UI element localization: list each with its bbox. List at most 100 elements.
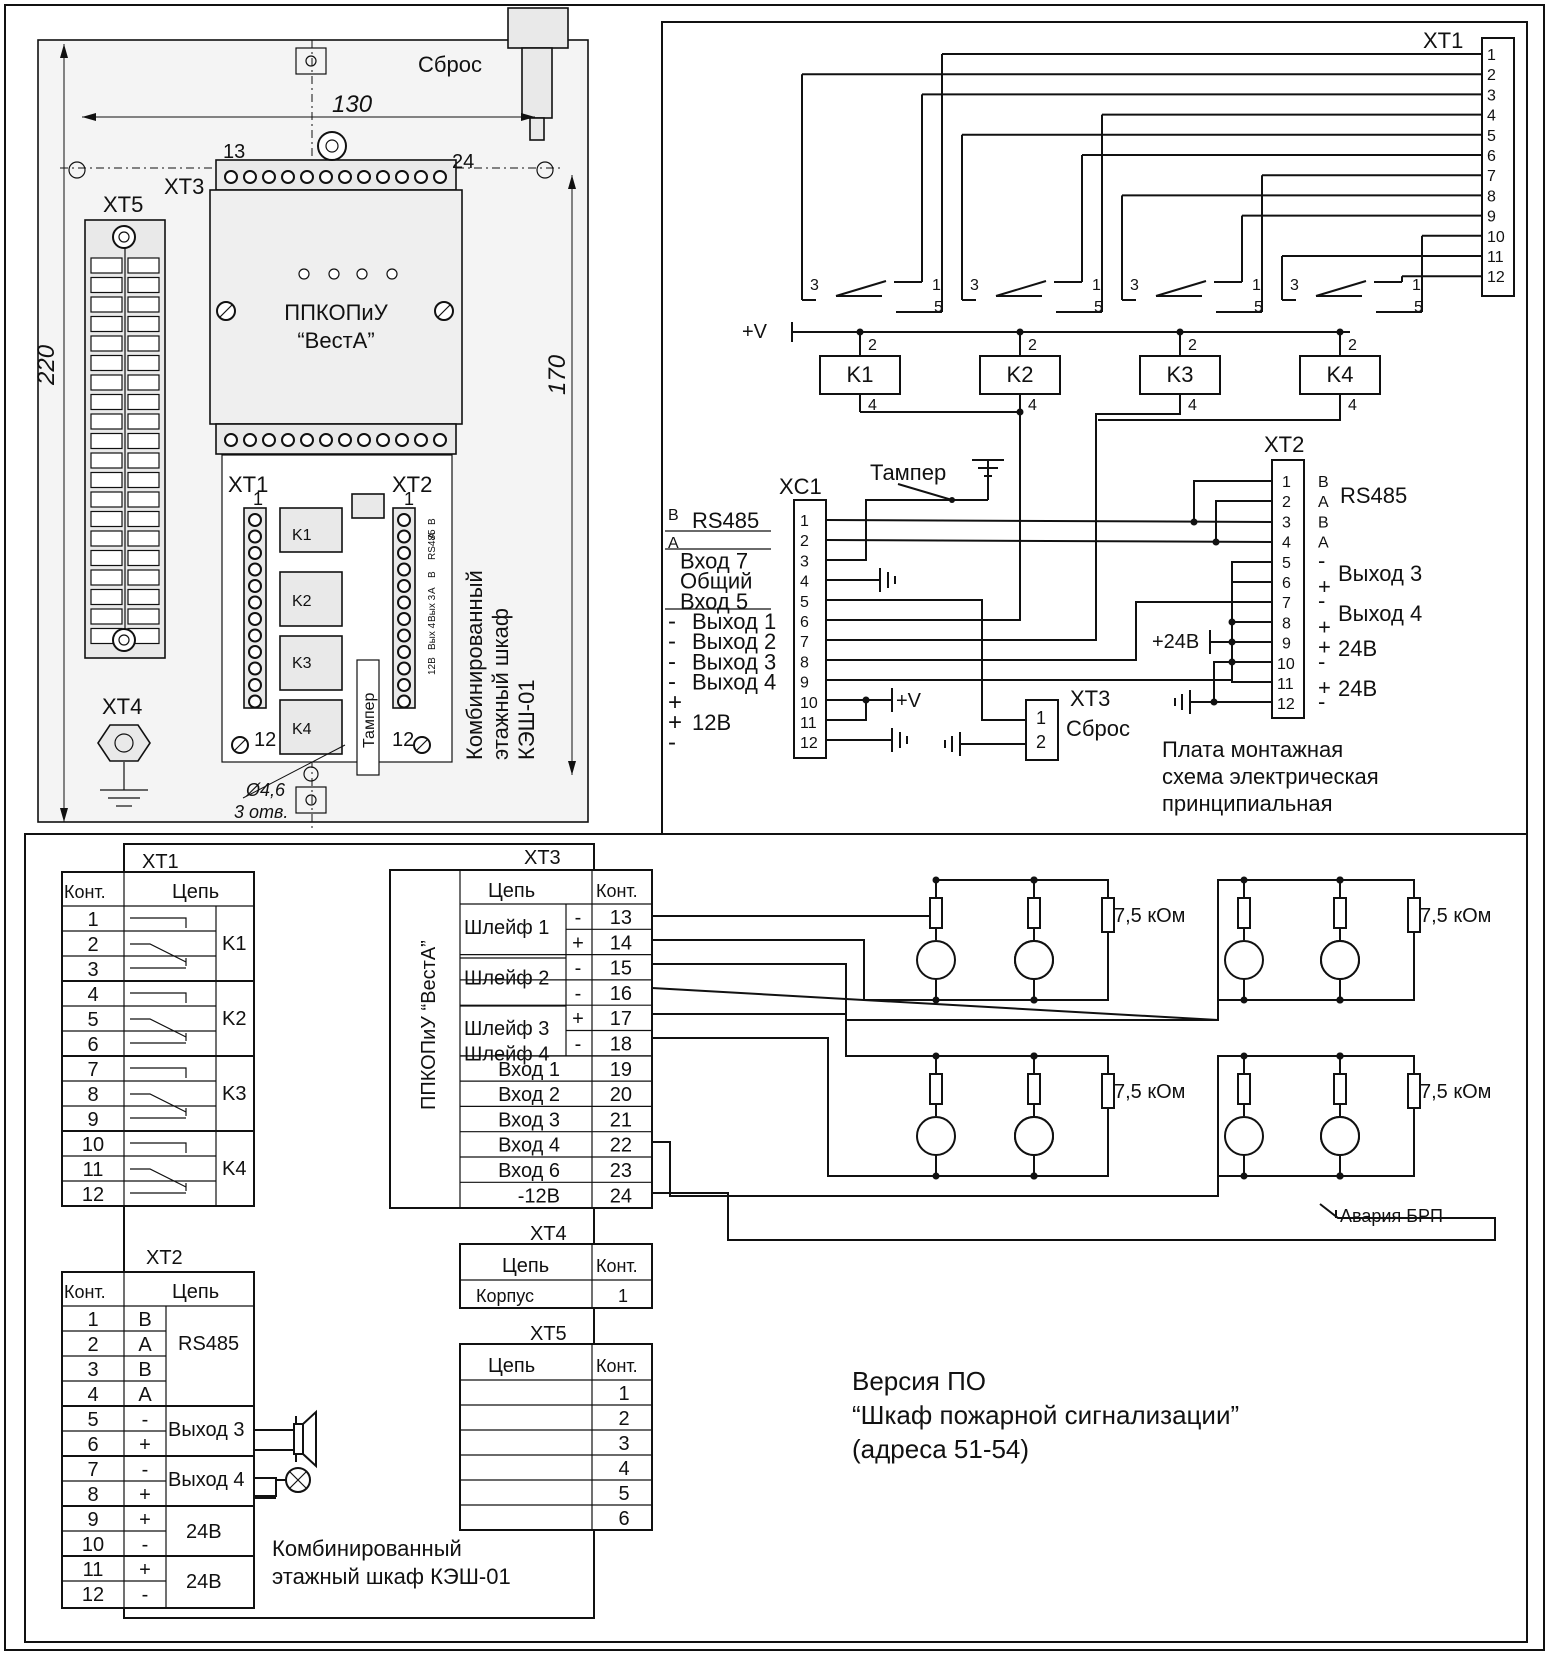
- coil-pin: 2: [1188, 337, 1197, 354]
- xt2-row-sign: B: [138, 1359, 151, 1381]
- resistor-icon: [929, 1073, 943, 1105]
- xt1-row-number: 5: [87, 1009, 98, 1031]
- screw-icon: [248, 595, 262, 610]
- contact-1-label: 1: [1252, 277, 1261, 294]
- contact-3-label: 3: [1130, 277, 1139, 294]
- end-resistor-icon: [1101, 1073, 1115, 1109]
- xt2-side-label: Вых 4: [427, 622, 438, 650]
- xt3-row-number: 19: [610, 1059, 632, 1081]
- xt2-pin-number: 5: [1282, 555, 1291, 572]
- screw-icon: [397, 546, 411, 560]
- xt2-side-label: A: [427, 587, 438, 594]
- screw-icon: [248, 694, 262, 709]
- screw-icon: [248, 546, 262, 560]
- contact-1-label: 1: [1092, 277, 1101, 294]
- svg-text:Цепь: Цепь: [172, 1281, 219, 1303]
- xt2-pin-number: 10: [1277, 656, 1295, 673]
- xt5-cell: [90, 393, 123, 411]
- xt3-mech-label: XT3: [164, 174, 204, 199]
- svg-text:Комбинированный: Комбинированный: [462, 570, 487, 760]
- led-icon: [298, 268, 310, 280]
- alarm-label: Авария БРП: [1340, 1206, 1443, 1226]
- screw-icon: [243, 433, 257, 447]
- xt5-cell: [90, 257, 123, 274]
- xt2-row-sign: A: [138, 1334, 152, 1356]
- xc1-signal-label: Вход 7: [680, 548, 748, 573]
- junction-dot: [1336, 328, 1344, 336]
- xt2-pin-sign: -: [1318, 689, 1325, 714]
- junction-dot: [1016, 408, 1024, 416]
- xt5-cell: [90, 276, 123, 294]
- xt5-row-number: 4: [618, 1458, 629, 1480]
- resistor-icon: [1333, 897, 1347, 929]
- xt3-row-number: 15: [610, 958, 632, 980]
- sounder-icon: [293, 1423, 304, 1455]
- xt3-row-chain: Шлейф 4: [464, 1044, 549, 1066]
- led-icon: [356, 268, 368, 280]
- xc1-pin-number: 11: [800, 715, 817, 732]
- hole-diameter: Ø4,6: [245, 780, 286, 800]
- detector-icon: [916, 1116, 956, 1156]
- screw-icon: [397, 628, 411, 643]
- xt1-row-number: 9: [87, 1109, 98, 1131]
- screw-icon: [338, 170, 352, 184]
- xt5-cell: [127, 335, 160, 352]
- contact-1-label: 1: [932, 277, 941, 294]
- screw-icon: [397, 694, 411, 709]
- xt1-pin-number: 1: [1487, 47, 1496, 64]
- screw-icon: [357, 433, 371, 447]
- xt2-row-sign: B: [138, 1309, 151, 1331]
- table-xt4-title: XT4: [530, 1223, 567, 1245]
- outer-frame: [4, 4, 1545, 1651]
- xt3-row-chain: Шлейф 1: [464, 917, 549, 939]
- screw-icon: [376, 433, 390, 447]
- svg-text:Конт.: Конт.: [596, 1256, 638, 1276]
- mounting-hole-icon: [68, 47, 554, 814]
- relay-coil-label: K1: [847, 362, 874, 387]
- xt1-pin-number: 2: [1487, 67, 1496, 84]
- xt5-cell: [127, 276, 160, 294]
- contact-3-label: 3: [1290, 277, 1299, 294]
- screw-icon: [397, 529, 411, 544]
- schem-xt1-connector: [1481, 37, 1515, 297]
- xt2-group-label: Выход 3: [168, 1419, 245, 1441]
- screw-icon: [248, 661, 262, 676]
- junction-dot: [1190, 518, 1198, 526]
- xt2-group-label: 24В: [186, 1571, 222, 1593]
- schem-xt3-label: XT3: [1070, 686, 1110, 711]
- xt2-side-label: 12В: [427, 657, 438, 675]
- xt3-row-chain: Шлейф 2: [464, 968, 549, 990]
- table-xt2-title: XT2: [146, 1247, 183, 1269]
- detector-icon: [916, 940, 956, 980]
- xc1-pin-number: 6: [800, 614, 809, 631]
- screw-icon: [248, 562, 262, 577]
- xt3-row-number: 22: [610, 1135, 632, 1157]
- table-xt5-title: XT5: [530, 1323, 567, 1345]
- detector-icon: [1224, 1116, 1264, 1156]
- xc1-sign: A: [668, 535, 679, 552]
- xt5-cell: [90, 510, 123, 528]
- screw-icon: [338, 433, 352, 447]
- xt3-row-sign: -: [575, 958, 582, 980]
- xc1-sign: +: [668, 709, 682, 736]
- screw-icon: [262, 170, 276, 184]
- xt2-mech-label: XT2: [392, 472, 432, 497]
- xt1-pin-number: 5: [1487, 128, 1496, 145]
- xt2-row-sign: -: [142, 1459, 149, 1481]
- screw-icon: [397, 645, 411, 659]
- xt3-row-sign: -: [575, 1034, 582, 1056]
- xt3-row-number: 14: [610, 932, 632, 954]
- xt2-pin-number: 6: [1282, 575, 1291, 592]
- screw-icon: [433, 170, 447, 184]
- contact-3-label: 3: [810, 277, 819, 294]
- xt5-cell: [90, 491, 123, 508]
- detector-icon: [1320, 940, 1360, 980]
- xt2-side-label: B: [427, 518, 438, 525]
- xc1-sign: -: [668, 648, 676, 675]
- xt5-row-number: 5: [618, 1483, 629, 1505]
- xt2-row-sign: -: [142, 1584, 149, 1606]
- xt3-row-chain: Вход 3: [498, 1109, 560, 1131]
- screw-icon: [281, 170, 295, 184]
